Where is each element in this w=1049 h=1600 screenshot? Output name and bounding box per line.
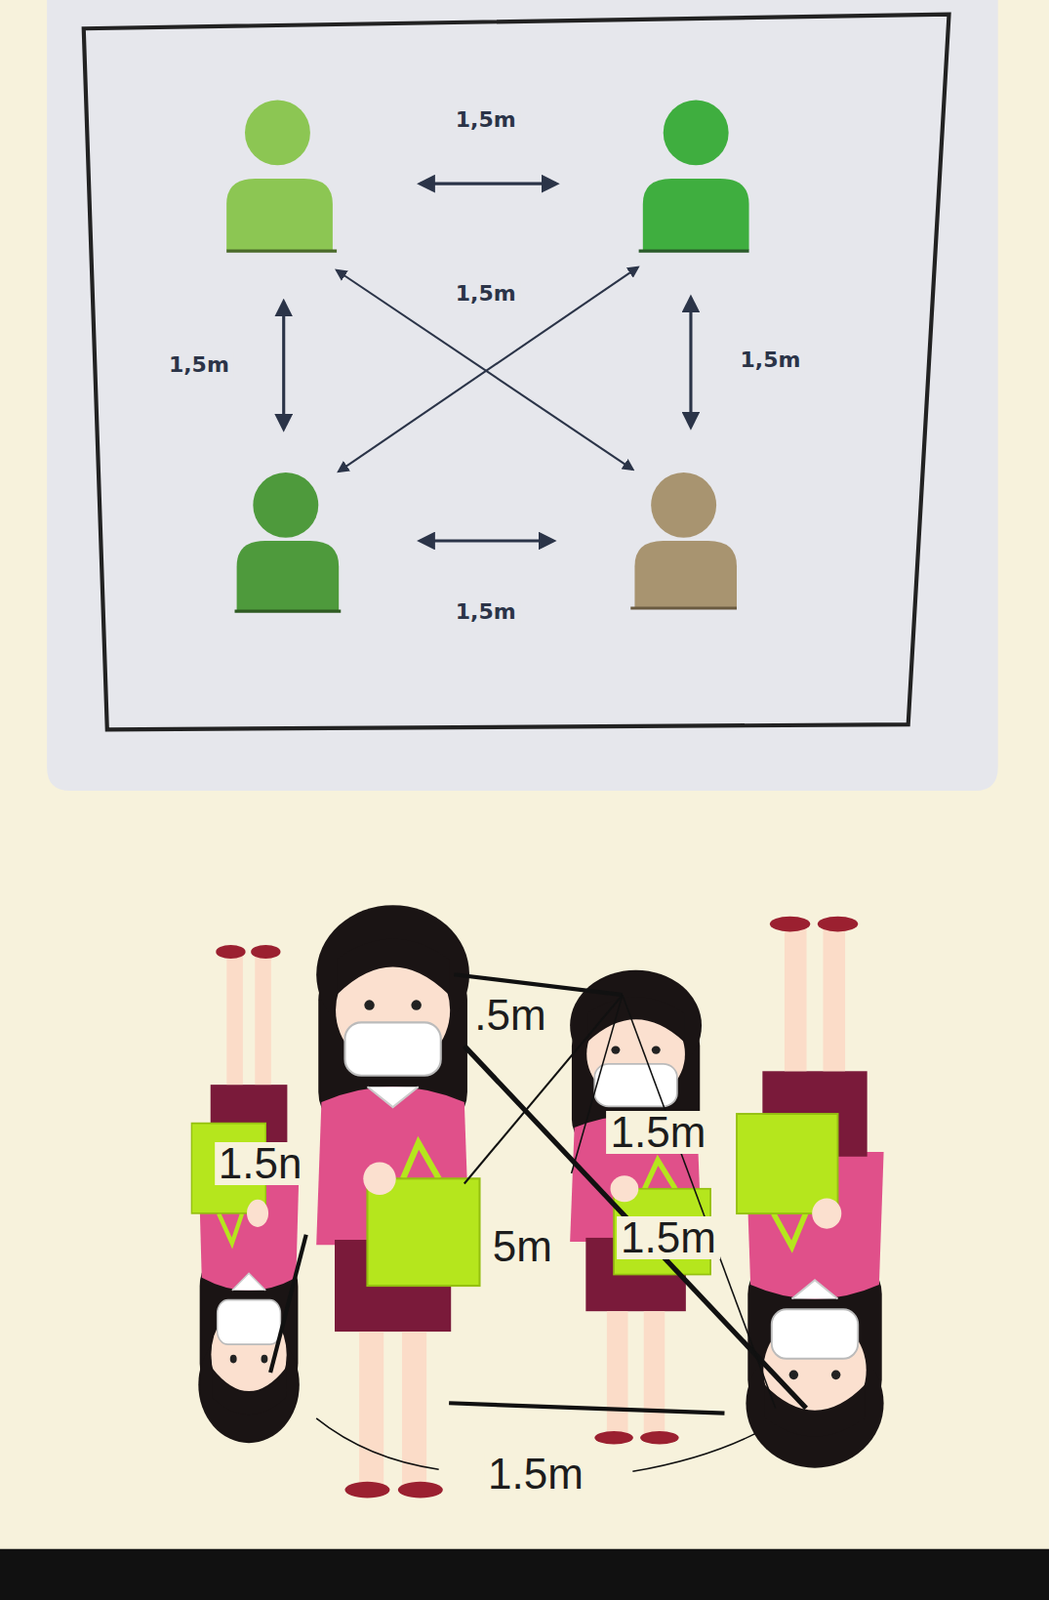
distance-label: 1,5m (736, 347, 806, 373)
person-icon (639, 99, 750, 251)
distance-label: .5m (470, 993, 550, 1037)
distance-label: 1,5m (451, 107, 521, 133)
distance-label: 1.5m (484, 1452, 588, 1495)
distance-label: 5m (488, 1224, 557, 1268)
distance-label: 1,5m (164, 352, 234, 378)
distance-label: 1,5m (451, 599, 521, 625)
distance-line (270, 973, 807, 1471)
distance-arrow (283, 183, 691, 541)
person-icon (630, 472, 737, 608)
distance-label: 1.5m (606, 1110, 711, 1154)
person-icon (226, 99, 337, 251)
distance-label: 1.5m (616, 1215, 721, 1259)
woman-figure (191, 904, 884, 1497)
distance-label: 1,5m (451, 281, 521, 307)
distance-label: 1.5n (214, 1141, 307, 1185)
person-icon (235, 472, 342, 611)
